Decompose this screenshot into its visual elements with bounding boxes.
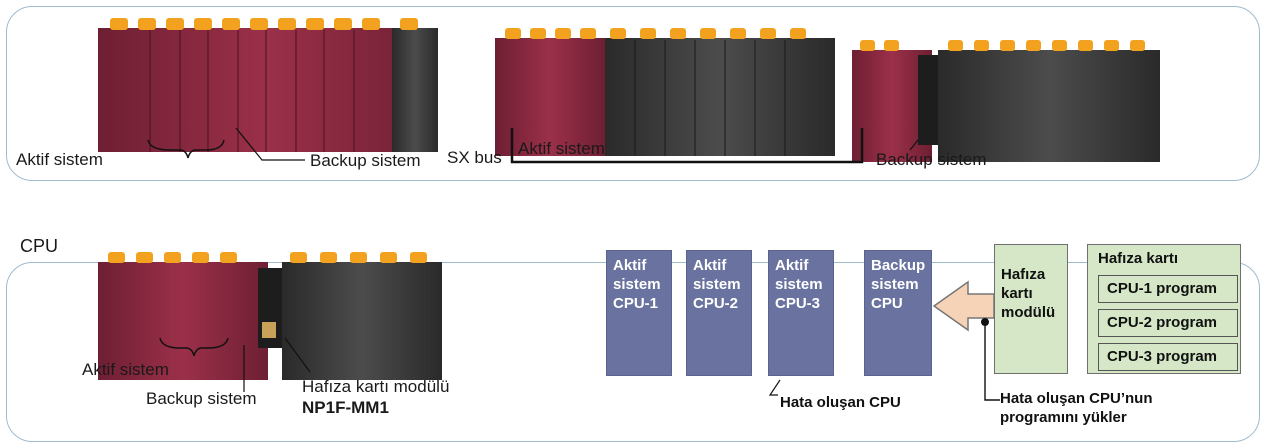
plc-rack-top-left — [98, 18, 438, 152]
label-module-model: NP1F-MM1 — [302, 398, 389, 417]
cpu-box-1-line2: sistem — [613, 276, 661, 293]
label-backup-bottom: Backup sistem — [146, 389, 257, 408]
label-backup-right: Backup sistem — [876, 150, 987, 169]
brace-icon — [147, 139, 225, 159]
program-cpu-1: CPU-1 program — [1098, 275, 1238, 303]
cpu-box-2: Aktif sistem CPU-2 — [686, 250, 752, 376]
cpu-box-1-line3: CPU-1 — [613, 295, 659, 312]
module-line1: Hafıza — [1001, 266, 1046, 283]
cpu-box-backup-line1: Backup — [871, 257, 926, 274]
label-aktif-mid: Aktif sistem — [518, 139, 605, 158]
label-sx-bus: SX bus — [447, 148, 502, 167]
cpu-box-3-line3: CPU-3 — [775, 295, 821, 312]
memory-card-module-box: Hafıza kartı modülü — [994, 244, 1068, 374]
note-load-line2: programını yükler — [1000, 409, 1127, 426]
cpu-box-3-line2: sistem — [775, 276, 823, 293]
label-backup-left: Backup sistem — [310, 151, 421, 170]
cpu-box-1-line1: Aktif — [613, 257, 647, 274]
module-line2: kartı — [1001, 285, 1033, 302]
cpu-box-2-line3: CPU-2 — [693, 295, 739, 312]
top-panel — [6, 6, 1260, 181]
label-aktif-bottom: Aktif sistem — [82, 360, 169, 379]
cpu-box-3: Aktif sistem CPU-3 — [768, 250, 834, 376]
program-cpu-3: CPU-3 program — [1098, 343, 1238, 371]
module-line3: modülü — [1001, 304, 1056, 321]
cpu-box-2-line1: Aktif — [693, 257, 727, 274]
cpu-box-backup-line3: CPU — [871, 295, 903, 312]
note-load-line1: Hata oluşan CPU’nun — [1000, 390, 1153, 407]
memory-card-box: Hafıza kartı CPU-1 program CPU-2 program… — [1087, 244, 1241, 374]
hardware-illustration — [98, 18, 1160, 401]
label-aktif-left: Aktif sistem — [16, 150, 103, 169]
plc-rack-top-middle — [495, 28, 835, 156]
label-module: Hafıza kartı modülü — [302, 377, 450, 396]
label-cpu-title: CPU — [20, 236, 59, 256]
cpu-box-1: Aktif sistem CPU-1 — [606, 250, 672, 376]
plc-rack-bottom — [98, 252, 442, 380]
memory-card-title: Hafıza kartı — [1098, 250, 1179, 267]
cpu-box-3-line1: Aktif — [775, 257, 809, 274]
cpu-box-backup: Backup sistem CPU — [864, 250, 932, 376]
program-cpu-2: CPU-2 program — [1098, 309, 1238, 337]
plc-rack-top-right — [852, 40, 1160, 162]
cpu-box-backup-line2: sistem — [871, 276, 919, 293]
brace-icon — [159, 337, 229, 357]
note-fault-cpu: Hata oluşan CPU — [780, 394, 901, 411]
cpu-box-2-line2: sistem — [693, 276, 741, 293]
